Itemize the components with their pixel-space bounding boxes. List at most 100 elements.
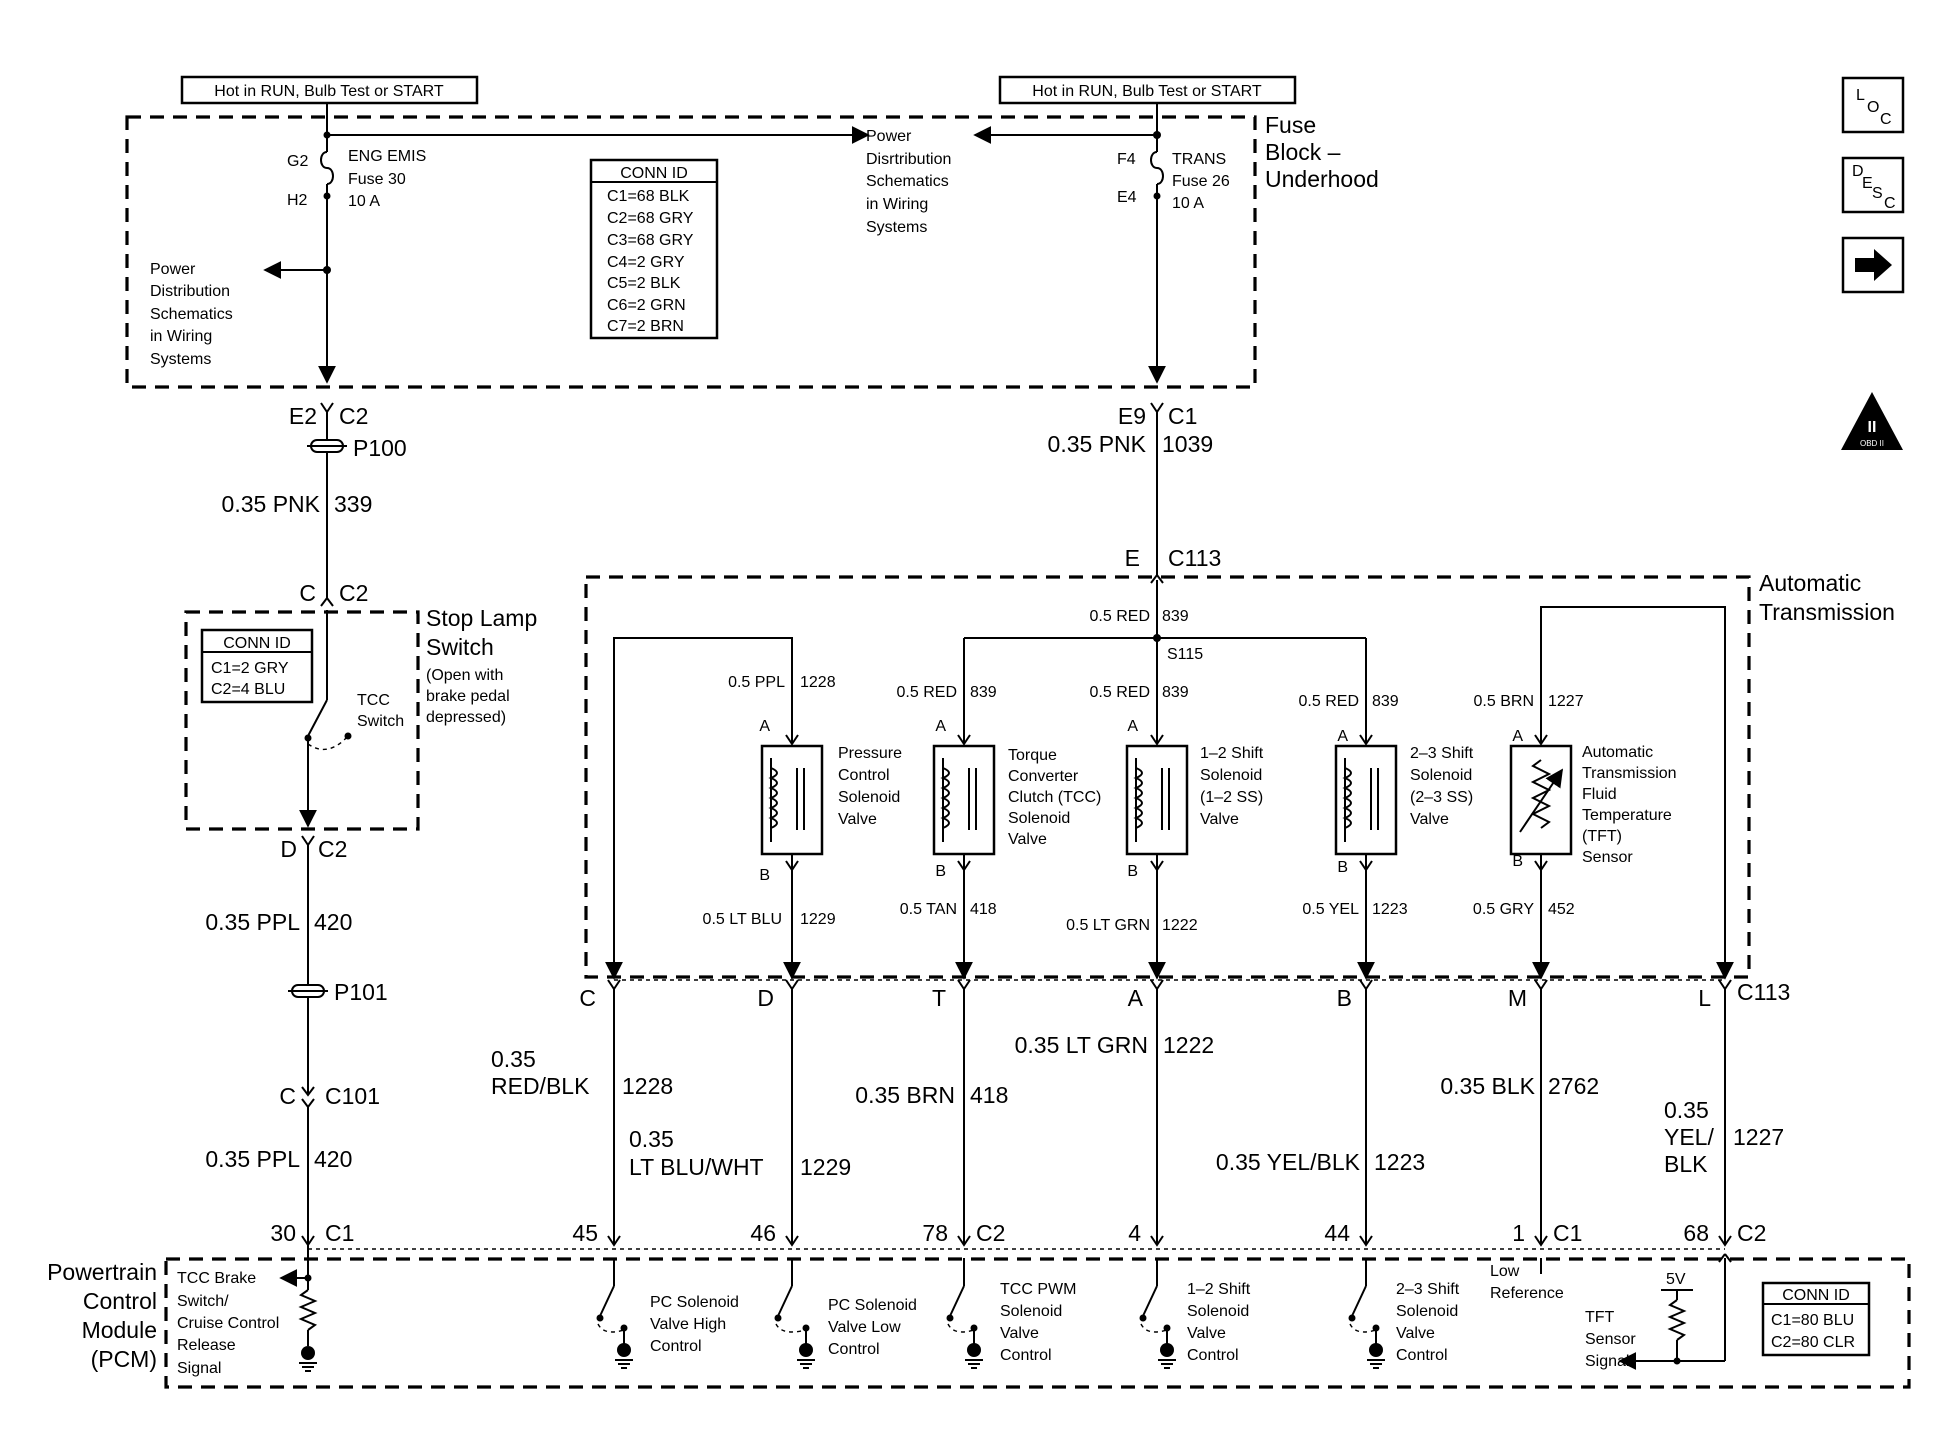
tcc-switch: TCC Switch	[304, 692, 404, 751]
svg-text:Fuse 26: Fuse 26	[1172, 173, 1230, 190]
svg-text:Signal: Signal	[1585, 1353, 1629, 1370]
svg-text:C2: C2	[339, 580, 368, 606]
svg-text:E: E	[1862, 175, 1873, 192]
svg-text:Automatic: Automatic	[1759, 570, 1861, 596]
svg-text:0.35 PPL: 0.35 PPL	[205, 1146, 300, 1172]
svg-text:H2: H2	[287, 192, 308, 209]
svg-text:Power: Power	[866, 128, 912, 145]
pcm-outline	[164, 1257, 1911, 1389]
svg-text:0.35: 0.35	[1664, 1097, 1709, 1123]
svg-text:P100: P100	[353, 435, 407, 461]
stop-lamp-switch-outline	[184, 610, 420, 831]
wire-418: 0.35 BRN 418	[855, 1082, 1008, 1108]
svg-text:4: 4	[1128, 1220, 1141, 1246]
svg-text:C113: C113	[1737, 979, 1790, 1005]
svg-text:418: 418	[970, 901, 997, 918]
svg-text:1223: 1223	[1374, 1149, 1425, 1175]
svg-text:B: B	[759, 867, 770, 884]
svg-text:C1: C1	[1168, 403, 1197, 429]
svg-text:1222: 1222	[1163, 1032, 1214, 1058]
svg-text:O: O	[1867, 99, 1879, 116]
pcm-connector-pins: 45 46 78 C2 4 44 1 C1 68 C2	[572, 1220, 1766, 1246]
svg-text:0.35 PNK: 0.35 PNK	[1048, 431, 1147, 457]
pcm-driver-2-3-shift: 2–3 Shift Solenoid Valve Control	[1348, 1258, 1460, 1369]
pcm-conn-id: CONN ID C1=80 BLU C2=80 CLR	[1761, 1281, 1871, 1357]
svg-text:D: D	[1852, 163, 1864, 180]
svg-text:RED/BLK: RED/BLK	[491, 1073, 590, 1099]
svg-text:10 A: 10 A	[348, 193, 380, 210]
svg-text:339: 339	[334, 491, 372, 517]
next-arrow-icon[interactable]	[1841, 236, 1905, 294]
svg-text:Switch: Switch	[426, 634, 494, 660]
svg-text:0.5 GRY: 0.5 GRY	[1473, 901, 1534, 918]
svg-text:0.5 TAN: 0.5 TAN	[900, 901, 957, 918]
svg-text:839: 839	[1162, 608, 1189, 625]
pcm-tft-signal: 5V TFT Sensor Signal	[1585, 1253, 1732, 1370]
wire-1228: 0.35 RED/BLK 1228	[491, 1046, 673, 1099]
svg-text:Transmission: Transmission	[1582, 765, 1677, 782]
svg-text:Control: Control	[838, 767, 890, 784]
svg-text:E: E	[1125, 545, 1140, 571]
svg-text:45: 45	[572, 1220, 598, 1246]
svg-text:Stop Lamp: Stop Lamp	[426, 605, 537, 631]
svg-text:D: D	[280, 836, 297, 862]
svg-text:C6=2 GRN: C6=2 GRN	[607, 297, 686, 314]
svg-text:1–2 Shift: 1–2 Shift	[1187, 1281, 1251, 1298]
svg-text:S: S	[1872, 185, 1883, 202]
svg-text:C: C	[279, 1083, 296, 1109]
svg-text:1228: 1228	[622, 1073, 673, 1099]
svg-text:Distribution: Distribution	[150, 283, 230, 300]
svg-text:in Wiring: in Wiring	[866, 196, 928, 213]
connector-e9-c1: E9 C1	[1118, 403, 1198, 429]
stop-lamp-conn-id: CONN ID C1=2 GRY C2=4 BLU	[200, 628, 314, 704]
shift-solenoid-1-2: 0.5 RED 839 A B 1–2 Shift Solenoid (1–2 …	[1066, 684, 1264, 980]
wire-1223: 0.35 YEL/BLK 1223	[1216, 1149, 1425, 1175]
svg-text:C7=2 BRN: C7=2 BRN	[607, 318, 684, 335]
svg-text:C1: C1	[1553, 1220, 1582, 1246]
bus-wire-839: 0.5 RED 839	[1090, 608, 1189, 625]
connector-d-c2: D C2	[280, 836, 347, 862]
pcm-title: Powertrain Control Module (PCM)	[47, 1259, 157, 1372]
svg-text:Sensor: Sensor	[1582, 849, 1633, 866]
svg-text:C: C	[1880, 111, 1892, 128]
svg-text:(Open with: (Open with	[426, 667, 503, 684]
svg-text:Systems: Systems	[150, 351, 211, 368]
svg-text:Solenoid: Solenoid	[838, 789, 900, 806]
svg-text:A: A	[1128, 985, 1144, 1011]
svg-text:Signal: Signal	[177, 1360, 221, 1377]
svg-text:0.5 LT GRN: 0.5 LT GRN	[1066, 917, 1150, 934]
svg-text:0.35: 0.35	[629, 1126, 674, 1152]
fuse-block-title: Fuse Block – Underhood	[1265, 112, 1379, 192]
svg-text:Solenoid: Solenoid	[1200, 767, 1262, 784]
svg-text:839: 839	[970, 684, 997, 701]
svg-text:Control: Control	[650, 1338, 702, 1355]
svg-text:Underhood: Underhood	[1265, 166, 1379, 192]
shift-solenoid-2-3: 0.5 RED 839 A B 2–3 Shift Solenoid (2–3 …	[1299, 692, 1474, 980]
wire-420-a: 0.35 PPL 420	[205, 909, 352, 935]
svg-text:Fuse: Fuse	[1265, 112, 1316, 138]
svg-text:BLK: BLK	[1664, 1151, 1708, 1177]
svg-text:Power: Power	[150, 261, 196, 278]
svg-text:Torque: Torque	[1008, 747, 1057, 764]
svg-text:Control: Control	[1396, 1347, 1448, 1364]
svg-text:1222: 1222	[1162, 917, 1198, 934]
svg-text:0.35 PNK: 0.35 PNK	[222, 491, 321, 517]
svg-text:78: 78	[922, 1220, 948, 1246]
svg-text:TCC PWM: TCC PWM	[1000, 1281, 1076, 1298]
svg-text:B: B	[935, 863, 946, 880]
desc-icon[interactable]: D E S C	[1841, 156, 1905, 214]
svg-text:B: B	[1337, 985, 1352, 1011]
svg-text:(PCM): (PCM)	[91, 1346, 157, 1372]
loc-icon[interactable]: L O C	[1841, 76, 1905, 134]
svg-text:E4: E4	[1117, 189, 1137, 206]
svg-text:brake pedal: brake pedal	[426, 688, 510, 705]
splice-p100: P100	[307, 435, 407, 461]
svg-text:Valve: Valve	[1396, 1325, 1435, 1342]
svg-text:Valve: Valve	[1000, 1325, 1039, 1342]
svg-text:C2: C2	[976, 1220, 1005, 1246]
wire-1222: 0.35 LT GRN 1222	[1015, 1032, 1215, 1058]
svg-text:Switch: Switch	[357, 713, 404, 730]
svg-text:Solenoid: Solenoid	[1396, 1303, 1458, 1320]
pcm-low-reference: Low Reference	[1490, 1258, 1564, 1302]
svg-text:Solenoid: Solenoid	[1187, 1303, 1249, 1320]
